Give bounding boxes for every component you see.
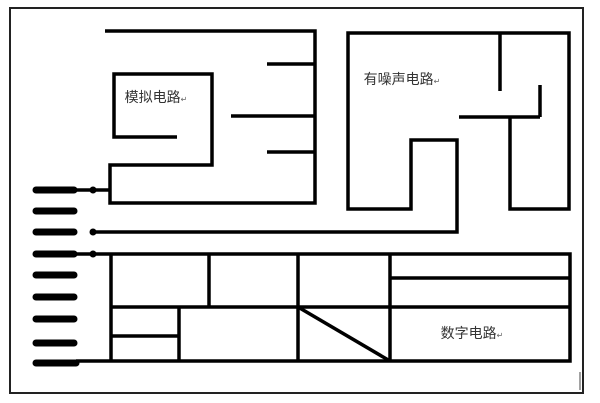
return-mark: ↵: [180, 95, 188, 104]
digital-label-text: 数字电路: [440, 326, 497, 342]
noisy-label-text: 有噪声电路: [363, 72, 434, 88]
noisy-circuit-label: 有噪声电路↵: [364, 69, 441, 89]
digital-circuit-label: 数字电路↵: [441, 323, 504, 343]
analog-circuit-label: 模拟电路↵: [125, 87, 188, 107]
digital-diagonal: [297, 305, 391, 363]
analog-label-text: 模拟电路: [124, 90, 181, 106]
return-mark: ↵: [433, 77, 441, 86]
return-mark: ↵: [496, 331, 504, 340]
via-dot: [89, 250, 97, 258]
via-dot: [89, 228, 97, 236]
via-dot: [89, 186, 97, 194]
board-outline: [9, 7, 584, 394]
noisy-trace: [93, 31, 571, 234]
